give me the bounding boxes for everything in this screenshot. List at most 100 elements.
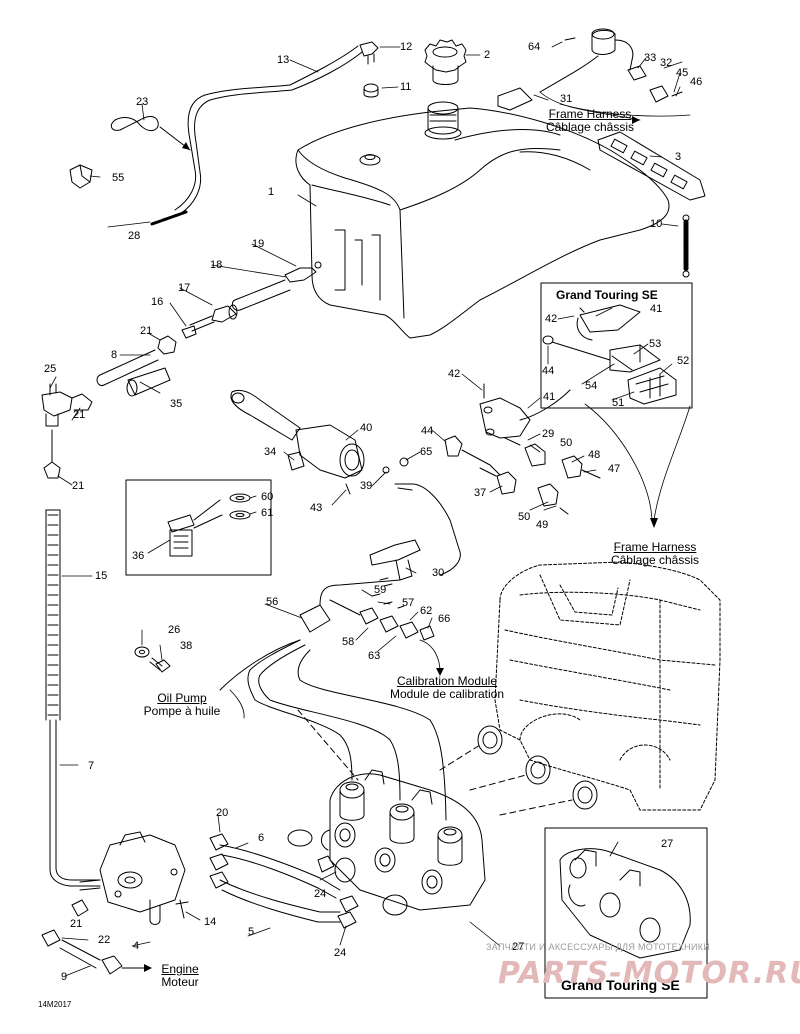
callout-frame-harness-mid-en: Frame Harness: [613, 540, 697, 554]
part-label-23: 23: [136, 96, 149, 108]
part-label-41-inset: 41: [650, 303, 663, 315]
support-bracket: [597, 131, 706, 201]
part-label-15: 15: [95, 570, 108, 582]
spring-10: [682, 214, 690, 278]
part-label-20: 20: [216, 807, 229, 819]
part-label-12: 12: [400, 41, 413, 53]
part-label-43: 43: [310, 502, 323, 514]
part-label-24-a: 24: [314, 888, 327, 900]
intake-boots: [477, 725, 598, 810]
part-label-5: 5: [248, 926, 255, 938]
callout-frame-harness-mid: Frame Harness Câblage châssis: [603, 541, 707, 567]
part-label-56: 56: [266, 596, 279, 608]
part-label-25: 25: [44, 363, 57, 375]
part-label-58: 58: [342, 636, 355, 648]
part-label-34: 34: [264, 446, 277, 458]
arrowheads: [144, 116, 658, 972]
part-label-24-b: 24: [334, 947, 347, 959]
part-label-8: 8: [111, 349, 118, 361]
part-label-21-c: 21: [72, 480, 85, 492]
callout-oil-pump-en: Oil Pump: [157, 691, 207, 705]
part-label-3: 3: [675, 151, 682, 163]
inset-title-grand-touring-top: Grand Touring SE: [556, 288, 658, 302]
bottom-fittings: [41, 899, 147, 975]
callout-calibration-module: Calibration Module Module de calibration: [377, 675, 517, 701]
part-label-33: 33: [644, 52, 657, 64]
part-label-21-b: 21: [73, 409, 86, 421]
part-label-46: 46: [690, 76, 703, 88]
part-label-59: 59: [374, 584, 387, 596]
level-sender: [497, 28, 683, 111]
part-label-7: 7: [88, 760, 95, 772]
callout-engine: Engine Moteur: [152, 963, 208, 989]
watermark-logo: PARTS-MOTOR.RU: [498, 956, 800, 991]
part-label-51: 51: [612, 397, 625, 409]
callout-calibration-module-en: Calibration Module: [396, 674, 498, 688]
part-label-52: 52: [677, 355, 690, 367]
part-label-10: 10: [650, 218, 663, 230]
callout-engine-en: Engine: [161, 962, 199, 976]
part-label-65: 65: [420, 446, 433, 458]
part-label-64: 64: [528, 41, 541, 53]
leader-lines: [49, 41, 683, 977]
part-label-50-a: 50: [560, 437, 573, 449]
part-label-49: 49: [536, 519, 549, 531]
part-label-60: 60: [261, 491, 274, 503]
part-label-14: 14: [204, 916, 217, 928]
part-label-41: 41: [543, 391, 556, 403]
part-label-62: 62: [420, 605, 433, 617]
part-label-63: 63: [368, 650, 381, 662]
part-label-35: 35: [170, 398, 183, 410]
hose-15: [45, 509, 101, 887]
part-label-53: 53: [649, 338, 662, 350]
part-label-31: 31: [560, 93, 573, 105]
part-label-27-inset: 27: [661, 838, 674, 850]
part-label-21-a: 21: [140, 325, 153, 337]
part-label-19: 19: [252, 238, 265, 250]
part-label-55: 55: [112, 172, 125, 184]
part-label-61: 61: [261, 507, 274, 519]
part-label-27: 27: [512, 941, 525, 953]
part-label-29: 29: [542, 428, 555, 440]
part-label-22: 22: [98, 934, 111, 946]
part-label-26: 26: [168, 624, 181, 636]
callout-engine-fr: Moteur: [161, 975, 199, 989]
part-label-28: 28: [128, 230, 141, 242]
vent-parts: [174, 41, 379, 215]
part-label-16: 16: [151, 296, 164, 308]
callout-calibration-module-fr: Module de calibration: [389, 687, 505, 701]
callout-oil-pump: Oil Pump Pompe à huile: [134, 692, 230, 718]
figure-code: 14M2017: [38, 1000, 72, 1009]
part-label-40: 40: [360, 422, 373, 434]
callout-frame-harness-top: Frame Harness Câblage châssis: [540, 108, 640, 134]
part-label-42-inset: 42: [545, 313, 558, 325]
harness-connectors: [444, 383, 601, 515]
washers: [134, 646, 171, 673]
part-label-38: 38: [180, 640, 193, 652]
callout-frame-harness-top-fr: Câblage châssis: [545, 120, 635, 134]
part-label-6: 6: [258, 832, 265, 844]
part-label-47: 47: [608, 463, 621, 475]
alignment-lines: [297, 709, 573, 816]
cable-routing: [382, 457, 461, 576]
engine-block: [494, 561, 721, 811]
part-label-2: 2: [484, 49, 491, 61]
callout-frame-harness-mid-fr: Câblage châssis: [610, 553, 700, 567]
part-label-54: 54: [585, 380, 598, 392]
carburetors: [321, 769, 486, 911]
part-label-18: 18: [210, 259, 223, 271]
fuel-tank: [295, 101, 670, 339]
part-label-30: 30: [432, 567, 445, 579]
part-label-45: 45: [676, 67, 689, 79]
part-label-9: 9: [61, 971, 68, 983]
part-label-1: 1: [268, 186, 275, 198]
inset-36: [125, 479, 272, 576]
clip-55: [69, 164, 93, 189]
cable-bundle: [219, 579, 447, 821]
part-label-48: 48: [588, 449, 601, 461]
part-label-50-b: 50: [518, 511, 531, 523]
t-fitting: [41, 383, 93, 479]
fuel-cap: [424, 39, 467, 85]
